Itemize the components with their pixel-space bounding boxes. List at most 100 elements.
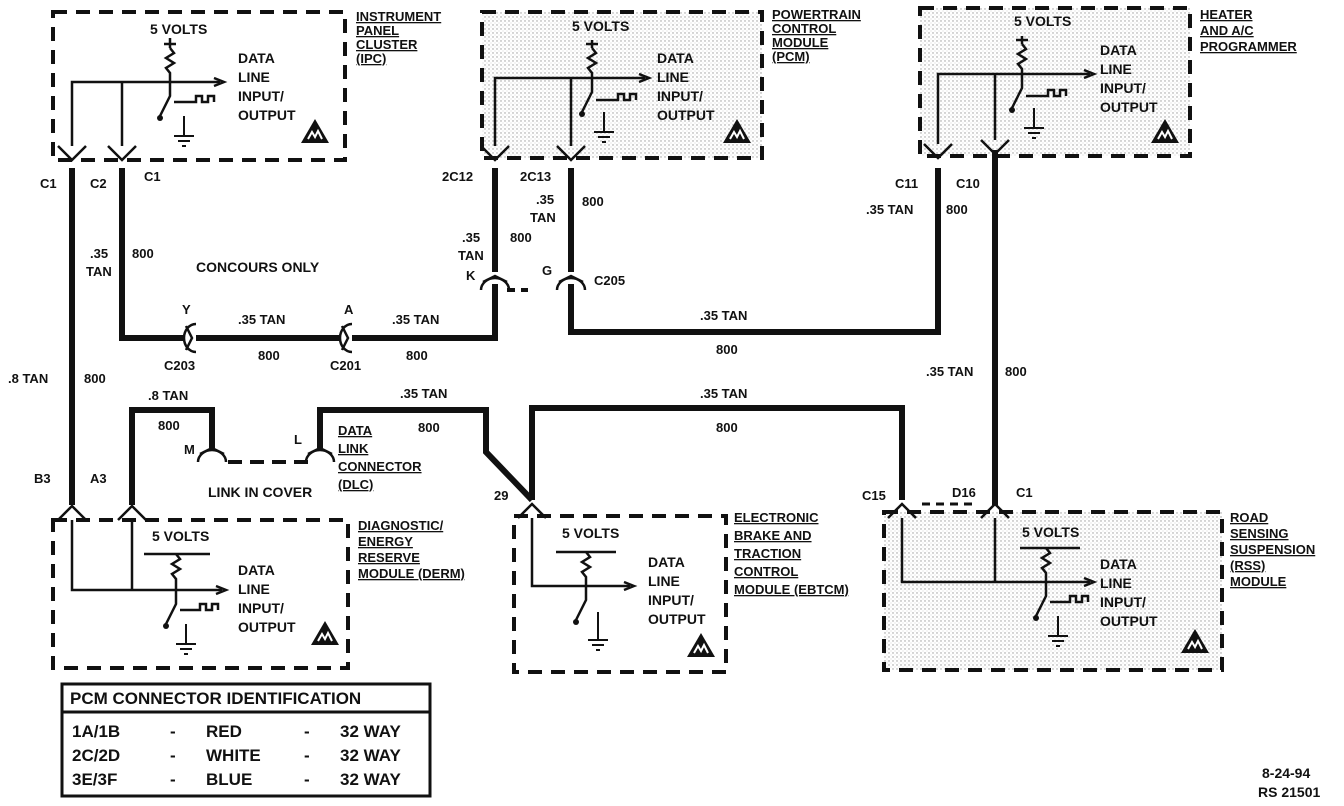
connector-k: K: [466, 268, 476, 283]
derm-module-box: [51, 518, 350, 670]
wire-derm-to-dlc-m: [129, 407, 215, 505]
rss-title-3: SUSPENSION: [1230, 542, 1315, 557]
wire-ebtcm-to-rss: [529, 405, 905, 500]
derm-title-2: ENERGY: [358, 534, 413, 549]
ebtcm-pin-29: 29: [494, 488, 508, 503]
legend-row-1-color: RED: [206, 722, 242, 741]
wire-label-tan-k: TAN: [458, 248, 484, 263]
rss-io-1: DATA: [1100, 556, 1137, 572]
ipc-pin-symbols: [57, 145, 137, 162]
ipc-title-1: INSTRUMENT: [356, 9, 441, 24]
wire-label-35tan-c201: .35 TAN: [392, 312, 439, 327]
derm-pin-symbols: [57, 504, 147, 521]
ipc-io-1: DATA: [238, 50, 275, 66]
ipc-title-4: (IPC): [356, 51, 386, 66]
ebtcm-title-1: ELECTRONIC: [734, 510, 819, 525]
hvac-title-3: PROGRAMMER: [1200, 39, 1297, 54]
pcm-io-3: INPUT/: [657, 88, 703, 104]
ebtcm-module-box: [512, 514, 728, 674]
footer-date: 8-24-94: [1262, 765, 1310, 781]
ipc-module-box: [51, 10, 347, 162]
wire-dlc-to-ebtcm: [317, 407, 535, 503]
legend-row-3-dash: -: [170, 770, 176, 789]
derm-title-1: DIAGNOSTIC/: [358, 518, 444, 533]
pcm-volts: 5 VOLTS: [572, 18, 629, 34]
pcm-pin-symbols: [480, 145, 586, 162]
wire-label-800-k: 800: [510, 230, 532, 245]
dlc-title-2: LINK: [338, 441, 369, 456]
wire-label-35: .35: [90, 246, 108, 261]
wire-label-800-dlc-right: 800: [418, 420, 440, 435]
footer-ref: RS 21501: [1258, 784, 1320, 800]
ipc-io-3: INPUT/: [238, 88, 284, 104]
wire-label-35tan-c203: .35 TAN: [238, 312, 285, 327]
legend-row-2-color: WHITE: [206, 746, 261, 765]
dlc-title-3: CONNECTOR: [338, 459, 422, 474]
wire-label-tan: TAN: [86, 264, 112, 279]
wire-ipc-to-c203: [119, 168, 184, 341]
legend-row-2-ways: 32 WAY: [340, 746, 401, 765]
pcm-io-1: DATA: [657, 50, 694, 66]
ipc-io-4: OUTPUT: [238, 107, 296, 123]
ebtcm-internal-circuit: [530, 518, 716, 658]
hvac-internal-circuit: [936, 36, 1180, 144]
pcm-title-3: MODULE: [772, 35, 829, 50]
hvac-io-1: DATA: [1100, 42, 1137, 58]
wire-c201-to-k: [352, 284, 498, 341]
dlc-title-4: (DLC): [338, 477, 373, 492]
rss-module-box: [882, 510, 1224, 672]
legend-row-1-ways: 32 WAY: [340, 722, 401, 741]
derm-pin-b3: B3: [34, 471, 51, 486]
derm-title-3: RESERVE: [358, 550, 420, 565]
wire-label-800-ipc: 800: [132, 246, 154, 261]
hvac-shading: [920, 8, 1190, 156]
pcm-title-2: CONTROL: [772, 21, 836, 36]
connector-l: L: [294, 432, 302, 447]
rss-pin-symbols: [887, 502, 1010, 519]
ebtcm-io-2: LINE: [648, 573, 680, 589]
pcm-shading: [482, 12, 762, 158]
connector-c201: C201: [330, 358, 361, 373]
hvac-module-box: [918, 6, 1192, 158]
connector-g: G: [542, 263, 552, 278]
wire-g-to-hvac: [568, 168, 941, 335]
hvac-pin-symbols: [923, 139, 1010, 160]
derm-pin-a3: A3: [90, 471, 107, 486]
wire-label-800-dlc: 800: [158, 418, 180, 433]
pcm-title-4: (PCM): [772, 49, 810, 64]
wire-label-800-c201: 800: [406, 348, 428, 363]
ipc-io-2: LINE: [238, 69, 270, 85]
rss-shading: [884, 512, 1222, 670]
derm-io-3: INPUT/: [238, 600, 284, 616]
connector-m: M: [184, 442, 195, 457]
rss-title-2: SENSING: [1230, 526, 1289, 541]
dlc-m-connector: [196, 446, 228, 463]
wire-label-35tan-hvac: .35 TAN: [700, 308, 747, 323]
c201-connector: [338, 322, 353, 354]
derm-title-4: MODULE (DERM): [358, 566, 465, 581]
ipc-title-2: PANEL: [356, 23, 399, 38]
ebtcm-io-4: OUTPUT: [648, 611, 706, 627]
ebtcm-title-2: BRAKE AND: [734, 528, 812, 543]
legend-row-3-dash2: -: [304, 770, 310, 789]
pcm-connector-legend: PCM CONNECTOR IDENTIFICATION 1A/1B - RED…: [60, 682, 432, 798]
legend-row-1-id: 1A/1B: [72, 722, 120, 741]
legend-row-2-dash2: -: [304, 746, 310, 765]
hvac-pin-c10: C10: [956, 176, 980, 191]
pcm-title-1: POWERTRAIN: [772, 7, 861, 22]
derm-io-4: OUTPUT: [238, 619, 296, 635]
hvac-volts: 5 VOLTS: [1014, 13, 1071, 29]
connector-c203: C203: [164, 358, 195, 373]
wire-label-800-c203: 800: [258, 348, 280, 363]
derm-internal-circuit: [70, 520, 340, 655]
legend-row-1-dash: -: [170, 722, 176, 741]
wire-label-800-pcm: 800: [582, 194, 604, 209]
wire-label-35tan-c11: .35 TAN: [866, 202, 913, 217]
ebtcm-io-1: DATA: [648, 554, 685, 570]
hvac-io-2: LINE: [1100, 61, 1132, 77]
wire-label-35tan-ebtcm: .35 TAN: [700, 386, 747, 401]
derm-io-2: LINE: [238, 581, 270, 597]
wire-label-35-k: .35: [462, 230, 480, 245]
pcm-io-4: OUTPUT: [657, 107, 715, 123]
